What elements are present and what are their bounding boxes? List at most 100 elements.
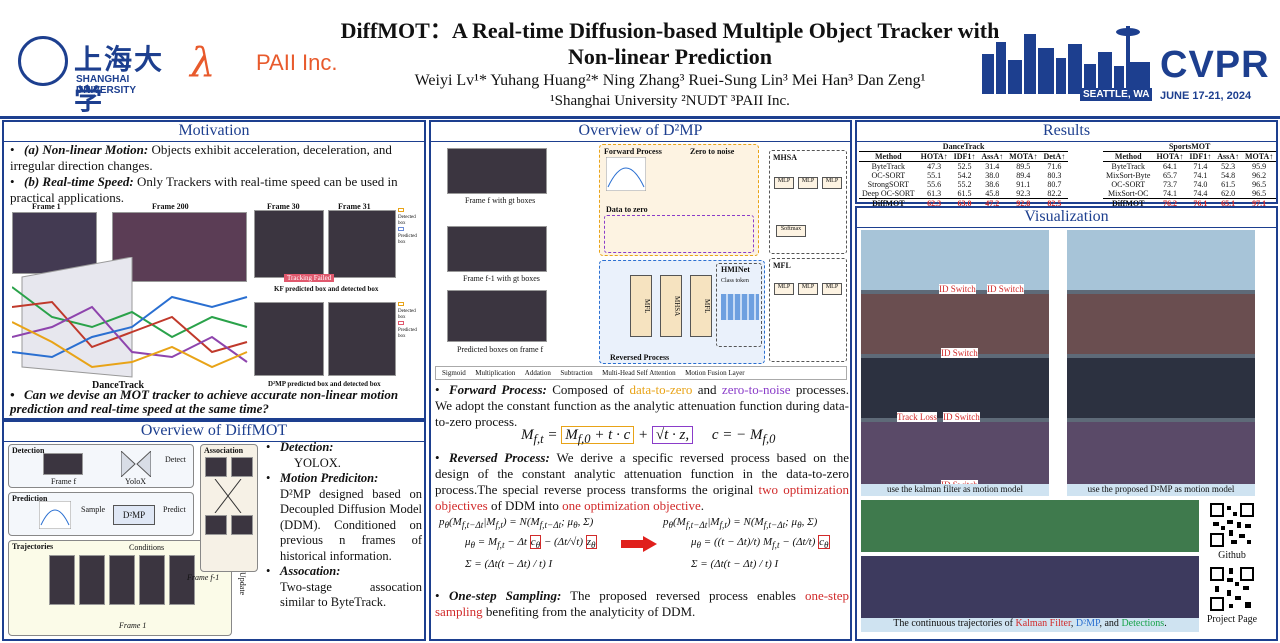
motivation-bullet-a: •(a) Non-linear Motion: Objects exhibit … bbox=[10, 142, 392, 173]
legend-mfl: Motion Fusion Layer bbox=[685, 369, 745, 377]
cvpr-logo: SEATTLE, WA CVPR JUNE 17-21, 2024 bbox=[980, 14, 1270, 102]
table-cell: 55.2 bbox=[957, 180, 972, 189]
divider bbox=[4, 441, 424, 442]
fp-head: Forward Process: bbox=[449, 382, 547, 397]
paii-mark-icon: λ bbox=[190, 40, 216, 86]
association-box: Association bbox=[200, 444, 258, 572]
trajectory-thumb bbox=[49, 555, 75, 605]
table-cell: StrongSORT bbox=[867, 180, 909, 189]
table-cell: Deep OC-SORT bbox=[862, 189, 915, 198]
overview-d2mp-title: Overview of D²MP bbox=[578, 122, 703, 139]
assoc-thumb bbox=[205, 457, 227, 477]
track-loss-tag: Track Loss bbox=[897, 412, 937, 422]
trajectory-thumb bbox=[79, 555, 105, 605]
softmax-block: Softmax bbox=[776, 225, 806, 237]
col-header: MOTA↑ bbox=[1009, 152, 1038, 161]
table-cell: MixSort-OC bbox=[1108, 189, 1149, 198]
header-divider bbox=[0, 116, 1280, 119]
table-cell: 64.1 bbox=[1162, 162, 1177, 171]
data-to-zero-label: Data to zero bbox=[606, 205, 648, 214]
frame-1-label: Frame 1 bbox=[119, 621, 147, 630]
yolox-label: YoloX bbox=[125, 477, 146, 486]
cvpr-date: JUNE 17-21, 2024 bbox=[1160, 90, 1252, 102]
reversed-process-box: Reversed Process MFL MHSA MFL HMINet Cla… bbox=[599, 260, 765, 364]
eq-left-3: Σ = (Δt(t − Δt) / t) I bbox=[465, 558, 553, 570]
d2mp-legend: Detected box Predicted box bbox=[398, 302, 422, 340]
mfl-block: MFL bbox=[630, 275, 652, 337]
poster-header: 上海大学 SHANGHAI UNIVERSITY λ PAII Inc. Dif… bbox=[0, 0, 1280, 116]
col-header: IDF1↑ bbox=[1189, 152, 1212, 161]
table-cell: ByteTrack bbox=[1111, 162, 1145, 171]
table-cell: 92.3 bbox=[1016, 189, 1031, 198]
overview-diffmot-list: •Detection: YOLOX. •Motion Prediciton: D… bbox=[266, 440, 422, 611]
github-qr-icon[interactable] bbox=[1209, 502, 1255, 548]
table-cell: 82.2 bbox=[1047, 189, 1062, 198]
token-strip bbox=[721, 294, 759, 320]
fp-text2: processes. We adopt the constant functio… bbox=[435, 382, 849, 429]
table-cell: 63.0 bbox=[957, 199, 972, 208]
table-cell: 31.4 bbox=[985, 162, 1000, 171]
vis-row-group bbox=[1067, 422, 1255, 488]
d2mp-block: D²MP bbox=[113, 505, 155, 525]
affiliations: ¹Shanghai University ²NUDT ³PAII Inc. bbox=[550, 93, 790, 109]
trajectory-plot bbox=[12, 257, 248, 378]
id-switch-tag: ID Switch bbox=[943, 412, 980, 422]
motion-head: Motion Prediciton: bbox=[280, 471, 379, 485]
motivation-title: Motivation bbox=[178, 122, 250, 139]
dancetrack-label: DanceTrack bbox=[92, 380, 145, 391]
table-cell: 96.2 bbox=[1252, 171, 1267, 180]
hminet-label: HMINet bbox=[721, 265, 750, 274]
overview-d2mp-section: Overview of D²MP Frame f with gt boxes F… bbox=[429, 120, 852, 641]
project-page-qr-icon[interactable] bbox=[1209, 566, 1255, 612]
traj-cap-end: . bbox=[1164, 618, 1167, 629]
detect-label: Detect bbox=[165, 455, 186, 464]
table-cell: 89.4 bbox=[1016, 171, 1031, 180]
motion-text: D²MP designed based on Decoupled Diffusi… bbox=[280, 486, 422, 563]
os-red: one-step sampling bbox=[435, 588, 849, 619]
frame-f1-label: Frame f-1 bbox=[187, 573, 220, 582]
d2mp-frame-31-image bbox=[328, 302, 396, 376]
legend-detected: Detected box bbox=[398, 215, 416, 226]
frame-f-caption: Frame f with gt boxes bbox=[465, 196, 536, 205]
vis-row-stage bbox=[861, 358, 1049, 418]
table-cell: 95.9 bbox=[1252, 162, 1267, 171]
fp-data-to-zero: data-to-zero bbox=[629, 382, 693, 397]
association-item: •Assocation: bbox=[266, 564, 341, 578]
traj-cap-sep1: , bbox=[1070, 618, 1076, 629]
table-cell: DiffMOT bbox=[1112, 199, 1145, 208]
mlp-block: MLP bbox=[822, 177, 842, 189]
forward-process-text: •Forward Process: Composed of data-to-ze… bbox=[435, 382, 849, 429]
prediction-label: Prediction bbox=[12, 494, 48, 503]
sportsmot-header: SportsMOT bbox=[1103, 142, 1277, 152]
tracking-failed-tag: Tracking Failed bbox=[284, 274, 335, 282]
traj-cap-detections: Detections bbox=[1121, 618, 1165, 629]
col-header: HOTA↑ bbox=[920, 152, 948, 161]
frame-200-image bbox=[112, 212, 247, 282]
traj-cap-kalman: Kalman Filter bbox=[1015, 618, 1071, 629]
motion-item: •Motion Prediciton: bbox=[266, 471, 379, 485]
divider bbox=[857, 227, 1276, 228]
assoc-thumb bbox=[231, 515, 253, 535]
table-cell: 74.0 bbox=[1193, 180, 1208, 189]
d2mp-vis-grid bbox=[1067, 230, 1255, 496]
detection-box: Detection Frame f YoloX Detect bbox=[8, 444, 194, 488]
seattle-skyline-icon bbox=[982, 26, 1150, 94]
divider bbox=[857, 141, 1276, 142]
os-text2: benefiting from the analyticity of DDM. bbox=[482, 604, 696, 619]
divider bbox=[4, 141, 424, 142]
reversed-label: Reversed Process bbox=[610, 353, 670, 362]
table-cell: 97.1 bbox=[1252, 199, 1267, 208]
motivation-question: •Can we devise an MOT tracker to achieve… bbox=[10, 387, 399, 416]
table-cell: OC-SORT bbox=[871, 171, 906, 180]
table-cell: 74.1 bbox=[1193, 171, 1208, 180]
frame-1-image bbox=[12, 212, 97, 274]
trajectory-thumb bbox=[169, 555, 195, 605]
